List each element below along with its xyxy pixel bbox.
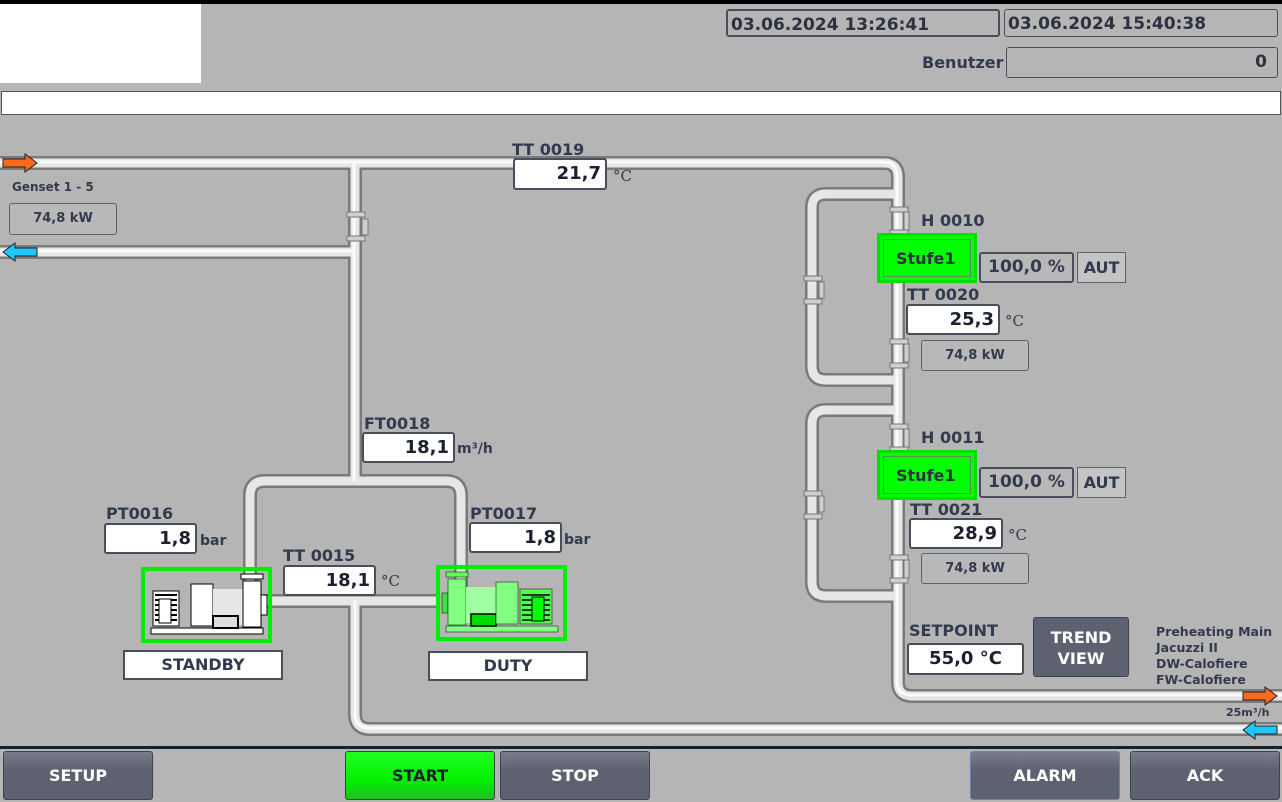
supply-in-arrow-icon (2, 153, 38, 173)
h0010-mode-button[interactable]: AUT (1077, 252, 1126, 283)
h0011-label: H 0011 (921, 428, 985, 447)
supply-out-arrow-icon (1242, 686, 1278, 706)
pump-left-state: STANDBY (123, 650, 283, 680)
logo-area (0, 4, 201, 83)
pt0016-label: PT0016 (106, 504, 174, 523)
start-button[interactable]: START (345, 751, 495, 800)
ft0018-unit: m³/h (457, 441, 493, 457)
pump-right-state: DUTY (428, 651, 588, 681)
h0011-mode-button[interactable]: AUT (1077, 467, 1126, 498)
pt0016-unit: bar (200, 533, 227, 549)
valve-icons (346, 206, 910, 584)
trend-view-button[interactable]: TREND VIEW (1033, 617, 1129, 677)
pump-right-duty[interactable] (436, 565, 567, 641)
h0011-power-display: 74,8 kW (921, 553, 1029, 584)
pt0016-value[interactable]: 1,8 (104, 523, 197, 554)
tt0015-label: TT 0015 (283, 546, 356, 565)
datetime-start-display: 03.06.2024 13:26:41 (726, 9, 1000, 37)
return-in-arrow-icon (1242, 720, 1278, 740)
tt0019-unit: °C (613, 167, 632, 185)
pt0017-unit: bar (564, 532, 591, 548)
h0010-output-display: 100,0 % (979, 252, 1074, 283)
consumer-item: Jacuzzi II (1156, 640, 1218, 655)
outlet-flow-label: 25m³/h (1226, 706, 1270, 719)
pt0017-label: PT0017 (470, 504, 538, 523)
footer-divider (0, 746, 1282, 749)
tt0019-value[interactable]: 21,7 (513, 158, 607, 190)
h0010-label: H 0010 (921, 211, 985, 230)
alarm-button[interactable]: ALARM (970, 751, 1120, 800)
tt0020-value[interactable]: 25,3 (906, 304, 1000, 335)
h0011-stage-label: Stufe1 (883, 456, 971, 494)
genset-power-display: 74,8 kW (9, 203, 117, 235)
trend-view-line1: TREND (1050, 628, 1112, 647)
genset-label: Genset 1 - 5 (12, 180, 94, 194)
tt0021-value[interactable]: 28,9 (909, 518, 1003, 549)
datetime-now-display: 03.06.2024 15:40:38 (1004, 9, 1278, 37)
h0011-output-display: 100,0 % (979, 467, 1074, 498)
pt0017-value[interactable]: 1,8 (469, 522, 562, 553)
stop-button[interactable]: STOP (500, 751, 650, 800)
user-field[interactable]: 0 (1006, 47, 1278, 78)
tt0021-unit: °C (1008, 526, 1027, 544)
h0010-stage-button[interactable]: Stufe1 (877, 233, 977, 283)
setup-button[interactable]: SETUP (3, 751, 153, 800)
top-border (0, 0, 1282, 4)
ft0018-label: FT0018 (364, 414, 431, 433)
h0010-stage-label: Stufe1 (883, 239, 971, 277)
ack-button[interactable]: ACK (1130, 751, 1280, 800)
message-bar (1, 91, 1281, 115)
h0010-power-display: 74,8 kW (921, 340, 1029, 371)
return-out-arrow-icon (2, 242, 38, 262)
pump-left-standby[interactable] (141, 567, 272, 643)
tt0015-unit: °C (381, 572, 400, 590)
consumer-list: Preheating Main Jacuzzi II DW-Calofiere … (1156, 624, 1272, 688)
setpoint-label: SETPOINT (909, 621, 998, 640)
user-label: Benutzer (922, 53, 1004, 72)
consumer-item: FW-Calofiere (1156, 672, 1246, 687)
tt0021-label: TT 0021 (910, 500, 983, 519)
consumer-item: DW-Calofiere (1156, 656, 1248, 671)
consumer-item: Preheating Main (1156, 624, 1273, 639)
ft0018-value[interactable]: 18,1 (362, 432, 455, 463)
pump-icon (150, 573, 268, 635)
tt0019-label: TT 0019 (512, 140, 585, 159)
tt0020-unit: °C (1005, 312, 1024, 330)
pump-icon (441, 571, 559, 633)
tt0015-value[interactable]: 18,1 (283, 565, 376, 596)
tt0020-label: TT 0020 (907, 285, 980, 304)
setpoint-input[interactable]: 55,0 °C (907, 643, 1024, 675)
trend-view-line2: VIEW (1057, 649, 1105, 668)
h0011-stage-button[interactable]: Stufe1 (877, 450, 977, 500)
